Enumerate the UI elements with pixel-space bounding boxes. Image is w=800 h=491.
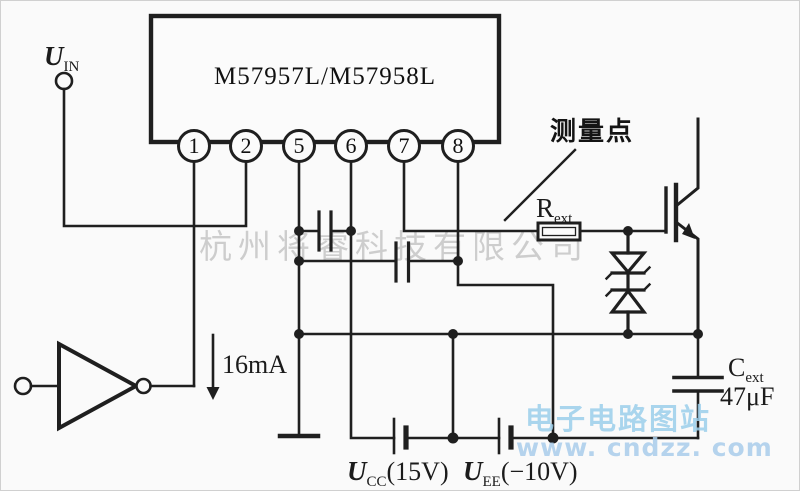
zener-diode-pair [604, 229, 652, 336]
pin-1: 1 [177, 129, 211, 163]
capacitor1-symbol [297, 210, 353, 252]
ucc-label: UCC(15V) [347, 456, 449, 490]
current-arrow [206, 333, 220, 400]
battery-uee-symbol [497, 417, 514, 455]
ic-part-number: M57957L/M57958L [214, 63, 436, 90]
inverter-output-bubble [135, 377, 152, 395]
junction-dots [294, 226, 703, 444]
wire-pin8 [456, 161, 555, 440]
ic-box [148, 13, 502, 145]
rext-label: Rext [536, 193, 573, 227]
watermark-company: 杭州将睿科技有限公司 [199, 227, 589, 266]
pin-6: 6 [334, 129, 368, 163]
wire-pin6 [349, 161, 396, 440]
igbt-symbol [664, 117, 700, 336]
cext-value: 47μF [720, 382, 775, 411]
capacitor-cext-symbol [672, 332, 724, 440]
inverter-input-terminal [13, 376, 33, 396]
battery-ucc-symbol [392, 417, 409, 455]
cext-label: Cext [728, 353, 764, 386]
pin-8: 8 [441, 129, 475, 163]
inverter-symbol [13, 340, 196, 432]
capacitor2-symbol [297, 241, 460, 283]
uin-label: UIN [44, 41, 80, 75]
pin-7: 7 [387, 129, 421, 163]
measure-point-pointer-line [503, 148, 577, 222]
measure-point-label: 测量点 [550, 117, 635, 147]
watermark-site-url: www. cndzz. com [516, 433, 773, 462]
current-label: 16mA [222, 350, 287, 379]
wire-uin-to-pin2 [62, 87, 248, 228]
pin-5: 5 [282, 129, 316, 163]
watermark-site-name: 电子电路图站 [525, 402, 712, 436]
pin-2: 2 [229, 129, 263, 163]
wire-pin7-gate [402, 161, 540, 233]
uee-label: UEE(−10V) [463, 456, 578, 490]
